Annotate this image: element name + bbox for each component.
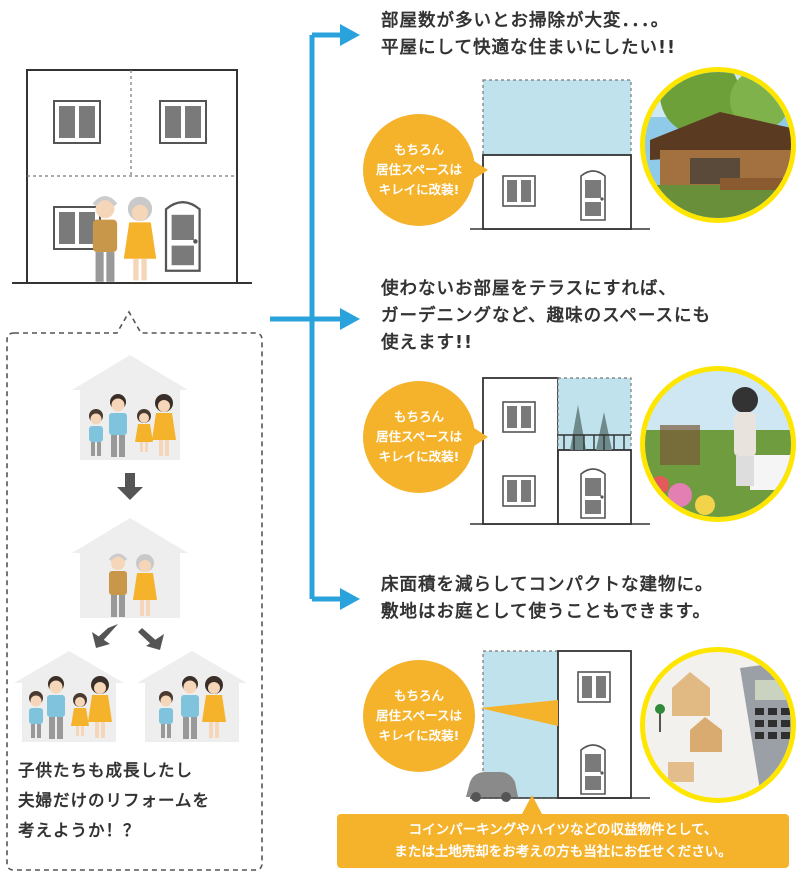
bubble-line: 居住スペースは	[375, 162, 462, 177]
heading-line: 使えます!!	[381, 333, 473, 353]
scenario-2-house	[470, 377, 650, 525]
heading-line: 床面積を減らしてコンパクトな建物に。	[381, 575, 714, 595]
bubble-line: もちろん	[393, 688, 444, 703]
heading-line: 使わないお部屋をテラスにすれば、	[381, 279, 677, 299]
bubble-line: キレイに改装!	[378, 182, 460, 197]
note-line: コインパーキングやハイツなどの収益物件として、	[408, 822, 718, 838]
bubble-line: もちろん	[393, 409, 444, 424]
scenario-1-house	[470, 79, 650, 230]
bubble-line: キレイに改装!	[378, 728, 460, 743]
photo-single-storey-house	[640, 67, 796, 223]
scenario-2-heading: 使わないお部屋をテラスにすれば、 ガーデニングなど、趣味のスペースにも 使えます…	[381, 276, 711, 357]
heading-line: 敷地はお庭として使うこともできます。	[381, 602, 712, 622]
caption-line: 考えようか！？	[18, 821, 141, 840]
photo-gardening	[640, 366, 796, 522]
photo-land-calculator	[640, 647, 796, 803]
caption-line: 子供たちも成長したし	[18, 761, 193, 780]
bubble-line: 居住スペースは	[375, 429, 462, 444]
scenario-1-heading: 部屋数が多いとお掃除が大変．．．。 平屋にして快適な住まいにしたい!!	[381, 8, 676, 62]
heading-line: 平屋にして快適な住まいにしたい!!	[381, 38, 676, 58]
family-speech-box	[6, 310, 263, 871]
investment-note: コインパーキングやハイツなどの収益物件として、 または土地売却をお考えの方も当社…	[337, 814, 789, 868]
bubble-line: 居住スペースは	[375, 708, 462, 723]
scenario-3-heading: 床面積を減らしてコンパクトな建物に。 敷地はお庭として使うこともできます。	[381, 572, 713, 626]
scenario-3-bubble: もちろん 居住スペースは キレイに改装!	[363, 660, 475, 772]
heading-line: ガーデニングなど、趣味のスペースにも	[381, 306, 712, 326]
scenario-1-bubble: もちろん 居住スペースは キレイに改装!	[363, 114, 475, 226]
flow-arrows	[270, 24, 360, 610]
heading-line: 部屋数が多いとお掃除が大変．．．。	[381, 11, 670, 31]
scenario-3-house	[466, 650, 650, 814]
bubble-line: キレイに改装!	[378, 449, 460, 464]
family-caption: 子供たちも成長したし 夫婦だけのリフォームを 考えようか！？	[18, 756, 258, 846]
scenario-2-bubble: もちろん 居住スペースは キレイに改装!	[363, 381, 475, 493]
note-line: または土地売却をお考えの方も当社にお任せください。	[394, 844, 732, 860]
bubble-line: もちろん	[393, 142, 444, 157]
two-storey-house-illustration	[12, 69, 252, 284]
caption-line: 夫婦だけのリフォームを	[18, 791, 211, 810]
